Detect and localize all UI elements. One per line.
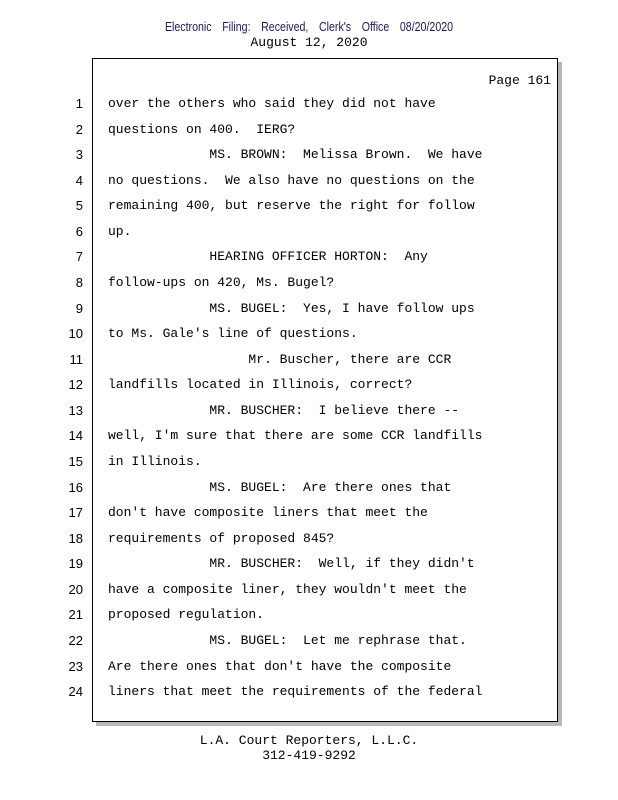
line-number: 13: [68, 402, 83, 418]
line-text: landfills located in Illinois, correct?: [108, 377, 413, 393]
line-number: 3: [75, 147, 83, 163]
hearing-date: August 12, 2020: [250, 35, 368, 50]
line-number: 5: [75, 198, 83, 214]
line-number: 21: [68, 607, 83, 623]
line-number: 19: [68, 556, 83, 572]
line-text: Are there ones that don't have the compo…: [108, 658, 452, 674]
line-text: questions on 400. IERG?: [108, 121, 296, 137]
line-text: HEARING OFFICER HORTON: Any: [108, 249, 428, 265]
line-text: proposed regulation.: [108, 607, 265, 623]
line-number: 4: [75, 172, 83, 188]
line-number: 14: [68, 428, 83, 444]
line-text: MR. BUSCHER: Well, if they didn't: [108, 556, 475, 572]
line-number: 1: [75, 96, 83, 111]
line-number: 15: [68, 453, 83, 469]
line-number: 11: [69, 351, 84, 367]
line-number: 20: [68, 581, 83, 597]
line-number: 7: [75, 249, 83, 265]
page-number: Page 161: [488, 73, 551, 88]
line-number: 23: [68, 658, 83, 674]
line-number: 6: [75, 223, 83, 239]
line-text: follow-ups on 420, Ms. Bugel?: [108, 274, 335, 290]
line-number: 12: [68, 377, 83, 393]
line-text: MR. BUSCHER: I believe there --: [108, 402, 460, 418]
line-text: Mr. Buscher, there are CCR: [108, 351, 452, 367]
line-text: no questions. We also have no questions …: [108, 172, 475, 188]
line-text: have a composite liner, they wouldn't me…: [108, 581, 467, 597]
line-text: over the others who said they did not ha…: [108, 96, 436, 111]
line-text: remaining 400, but reserve the right for…: [108, 198, 475, 214]
filing-stamp: Electronic Filing: Received, Clerk's Off…: [164, 20, 454, 34]
line-number: 8: [75, 274, 83, 290]
line-number: 22: [68, 632, 83, 648]
line-text: to Ms. Gale's line of questions.: [108, 326, 358, 342]
line-text: up.: [108, 223, 132, 239]
line-number: 16: [68, 479, 83, 495]
line-number: 18: [68, 530, 83, 546]
footer-company: L.A. Court Reporters, L.L.C.: [199, 733, 419, 748]
line-number: 10: [68, 326, 83, 342]
line-number: 2: [75, 121, 83, 137]
line-text: MS. BUGEL: Let me rephrase that.: [108, 632, 467, 648]
line-text: MS. BROWN: Melissa Brown. We have: [108, 147, 483, 163]
line-number: 9: [75, 300, 83, 316]
line-text: MS. BUGEL: Are there ones that: [108, 479, 452, 495]
line-number: 24: [68, 684, 83, 700]
line-number: 17: [68, 505, 83, 521]
line-text: requirements of proposed 845?: [108, 530, 335, 546]
line-text: in Illinois.: [108, 453, 202, 469]
line-text: well, I'm sure that there are some CCR l…: [108, 428, 483, 444]
line-text: don't have composite liners that meet th…: [108, 505, 428, 521]
line-text: MS. BUGEL: Yes, I have follow ups: [108, 300, 475, 316]
line-text: liners that meet the requirements of the…: [108, 684, 483, 700]
footer-phone: 312-419-9292: [262, 748, 356, 763]
transcript-page: Page 161 1 over the others who said they …: [69, 58, 558, 722]
